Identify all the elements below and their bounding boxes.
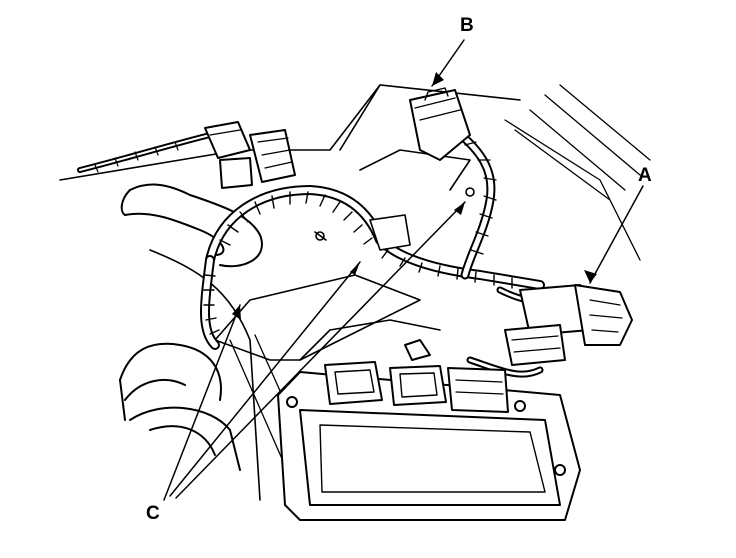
main-harness [200, 185, 545, 350]
callout-label-c: C [146, 503, 160, 524]
branch-harness-b [450, 125, 497, 280]
ground-bolts [314, 187, 475, 251]
callout-label-b: B [460, 15, 474, 36]
ecm-connectors [324, 339, 509, 413]
upper-left-connectors [204, 121, 296, 189]
connector-b [409, 87, 471, 161]
upper-left-harness [77, 132, 213, 173]
leader-lines [163, 39, 644, 501]
callout-label-a: A [638, 165, 652, 186]
leader-arrowheads [232, 72, 597, 320]
connector-a [504, 284, 633, 366]
left-hose-assembly [119, 183, 263, 471]
